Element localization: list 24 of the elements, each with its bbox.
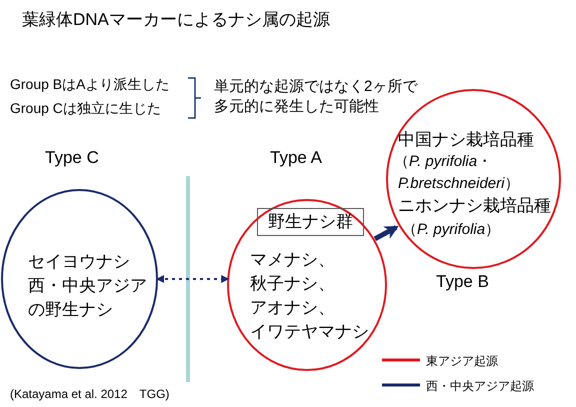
node-text: セイヨウナシ: [28, 251, 130, 273]
node-text: （P. pyrifolia）: [402, 220, 500, 239]
arrow: [374, 225, 399, 242]
type-heading: Type A: [270, 148, 322, 168]
citation: (Katayama et al. 2012 TGG): [10, 386, 170, 403]
node-text: P.bretschneideri）: [398, 174, 520, 193]
type-heading: Type B: [436, 272, 489, 292]
node-text: イワテヤマナシ: [250, 321, 369, 343]
node-text: ニホンナシ栽培品種: [398, 195, 551, 217]
note-text: Group BはAより派生した: [10, 76, 170, 94]
legend-text: 東アジア起源: [426, 353, 498, 370]
note-text: Group Cは独立に生じた: [10, 100, 161, 118]
node-text: 秋子ナシ、: [250, 273, 335, 295]
node-text: （P. pyrifolia・: [394, 152, 492, 171]
note-text: 単元的な起源ではなく2ヶ所で多元的に発生した可能性: [214, 77, 419, 116]
node-text: 西・中央アジアの野生ナシ: [28, 275, 148, 321]
title: 葉緑体DNAマーカーによるナシ属の起源: [22, 9, 330, 31]
node-text: マメナシ、: [250, 249, 335, 271]
node-text: アオナシ、: [250, 297, 335, 319]
arrow: [156, 275, 230, 283]
legend-text: 西・中央アジア起源: [426, 378, 534, 395]
label-box: 野生ナシ群: [257, 208, 364, 236]
type-heading: Type C: [45, 148, 99, 168]
node-text: 中国ナシ栽培品種: [398, 129, 534, 151]
